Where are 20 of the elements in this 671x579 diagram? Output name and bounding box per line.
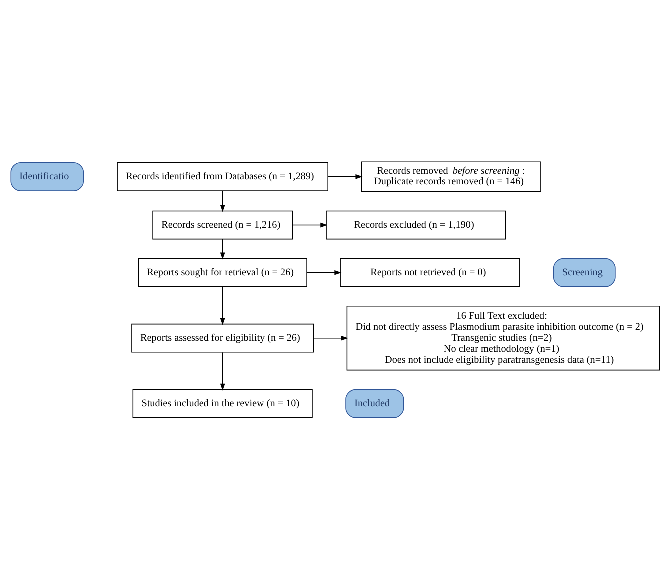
node-box: Studies included in the review (n = 10): [132, 388, 313, 418]
arrow: [220, 238, 226, 260]
node-box: Reports sought for retrieval (n = 26): [138, 258, 308, 287]
node-box: Reports assessed for eligibility (n = 26): [132, 323, 314, 352]
arrow: [313, 335, 348, 340]
arrow: [328, 174, 363, 179]
node-box: Records identified from Databases (n = 1,289): [117, 162, 328, 191]
node-box: Records screened (n = 1,216): [152, 210, 293, 240]
node-box: 16 Full Text excluded: Did not directly assess Plasmodium parasite inhibition outcome (n = 2) Transgenic studies (n=2) No clear methodology (n=1) Does not include eligibility paratransgenesis data (n=11): [346, 305, 660, 370]
node-box: Reports not retrieved (n = 0): [340, 258, 520, 287]
arrow: [220, 352, 226, 390]
node-box: Records excluded (n = 1,190): [326, 210, 506, 240]
arrow: [220, 286, 226, 325]
node-box: Included: [346, 388, 404, 418]
node-box: Identificatio: [10, 162, 84, 191]
arrow: [306, 270, 342, 275]
node-box: Records removed before screening: Duplicate records removed (n = 146): [361, 161, 542, 192]
arrow: [292, 222, 328, 228]
node-box: Screening: [553, 258, 616, 287]
arrow: [220, 190, 226, 212]
